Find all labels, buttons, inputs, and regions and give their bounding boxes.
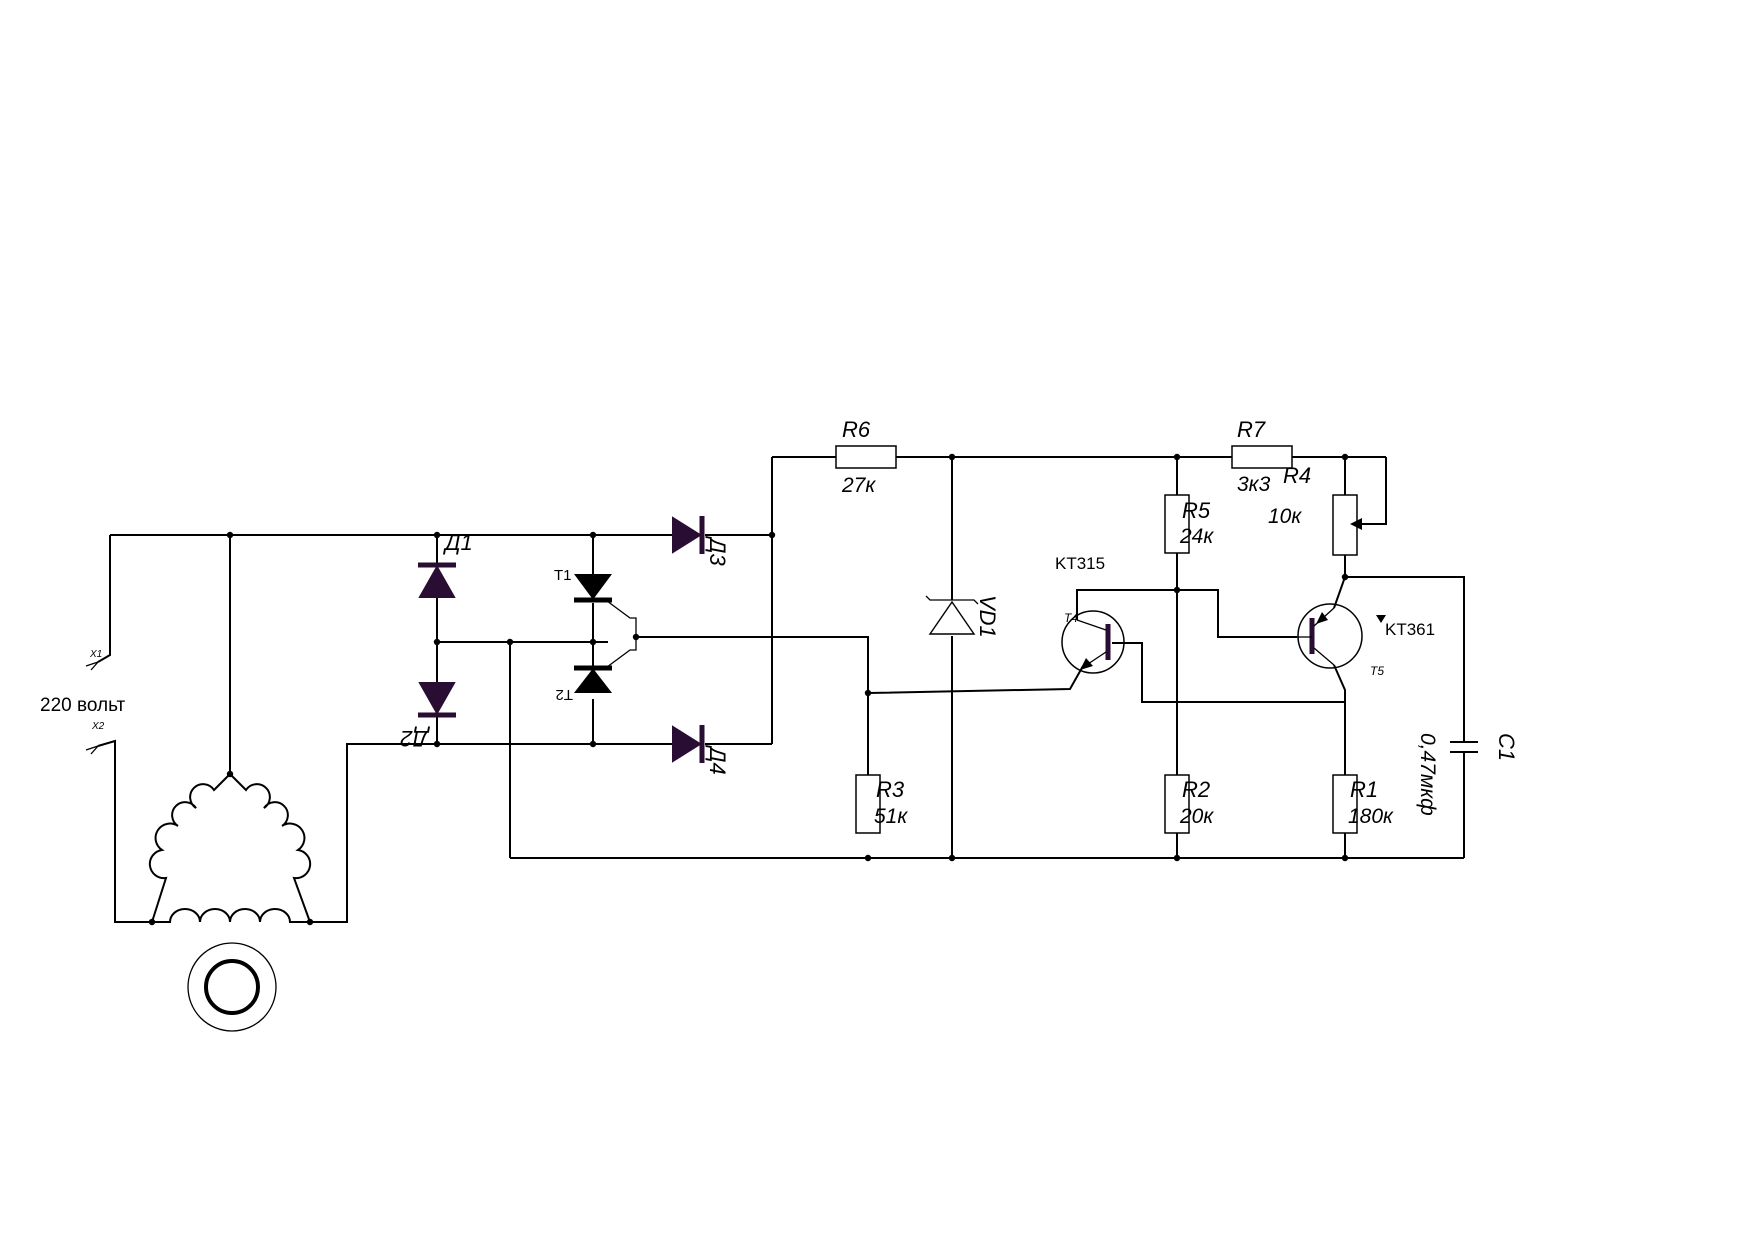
label-r6-name: R6	[842, 417, 871, 442]
label-r7-value: 3к3	[1237, 473, 1271, 496]
label-r1-value: 180к	[1348, 805, 1394, 828]
motor-winding-icon	[148, 773, 312, 923]
transistor-t4-icon	[1061, 610, 1125, 674]
label-t1: T1	[554, 567, 572, 584]
resistor-r2	[1164, 774, 1190, 834]
motor-rotor-icon	[187, 942, 277, 1032]
label-r7-name: R7	[1237, 417, 1266, 442]
label-r2-value: 20к	[1179, 805, 1214, 828]
wire-motor-right	[310, 743, 675, 923]
wire-gate-to-r3	[636, 636, 869, 775]
wire-gate-t1	[602, 597, 637, 642]
label-x2: X2	[91, 721, 105, 732]
label-d1: Д1	[442, 530, 473, 555]
wire-r4-wiper-loop	[1352, 457, 1387, 525]
label-r4-value: 10к	[1268, 505, 1302, 528]
zener-vd1-icon	[925, 595, 979, 635]
wire-t4-base	[1112, 642, 1345, 703]
label-c1-name: C1	[1494, 733, 1519, 761]
label-supply: 220 вольт	[40, 695, 126, 716]
label-r5-value: 24к	[1179, 525, 1214, 548]
resistor-r5	[1164, 494, 1190, 554]
label-r5-name: R5	[1182, 498, 1211, 523]
thyristor-t2-icon	[573, 665, 613, 693]
label-r1-name: R1	[1350, 777, 1378, 802]
label-r2-name: R2	[1182, 777, 1210, 802]
label-r6-value: 27к	[841, 474, 876, 497]
diode-d3-icon	[672, 516, 705, 554]
label-r3-name: R3	[876, 777, 905, 802]
label-d3: Д3	[705, 535, 730, 566]
wire-t5-collector	[1333, 664, 1346, 858]
label-t5-name: T5	[1370, 664, 1384, 678]
terminal-x1-icon	[85, 660, 101, 671]
wire-t4-collector	[1076, 589, 1297, 638]
resistor-r3	[855, 774, 881, 834]
diode-d2-icon	[418, 682, 456, 718]
wire-gate-t2	[602, 642, 637, 671]
label-c1-value: 0,47мкф	[1416, 733, 1439, 816]
label-t4-name: T4	[1064, 611, 1078, 625]
wire-top-bus	[97, 534, 675, 663]
label-r3-value: 51к	[874, 805, 908, 828]
wire-r3-t4	[867, 665, 1084, 694]
resistor-r6	[835, 445, 897, 469]
capacitor-c1-icon	[1450, 741, 1478, 753]
label-x1: X1	[89, 649, 102, 660]
label-d2: Д2	[400, 726, 431, 751]
wire-c1	[1345, 576, 1465, 858]
transistor-t5-icon	[1297, 603, 1363, 669]
diode-d1-icon	[418, 562, 456, 598]
label-t5-part: KT361	[1385, 620, 1435, 639]
label-d4: Д4	[705, 744, 730, 775]
label-vd1: VD1	[975, 595, 1000, 638]
resistor-r1	[1332, 774, 1358, 834]
label-t2: T2	[555, 686, 573, 703]
terminal-x2-icon	[85, 744, 101, 755]
junctions	[148, 453, 1349, 926]
wire-x2-motor	[97, 739, 152, 923]
diode-d4-icon	[672, 725, 705, 763]
resistor-r7	[1231, 445, 1293, 469]
label-r4-name: R4	[1283, 463, 1311, 488]
label-t4-part: KT315	[1055, 554, 1105, 573]
kt361-marker-icon	[1376, 615, 1386, 623]
thyristor-t1-icon	[574, 574, 612, 603]
r4-wiper-arrow-icon	[1350, 518, 1362, 530]
